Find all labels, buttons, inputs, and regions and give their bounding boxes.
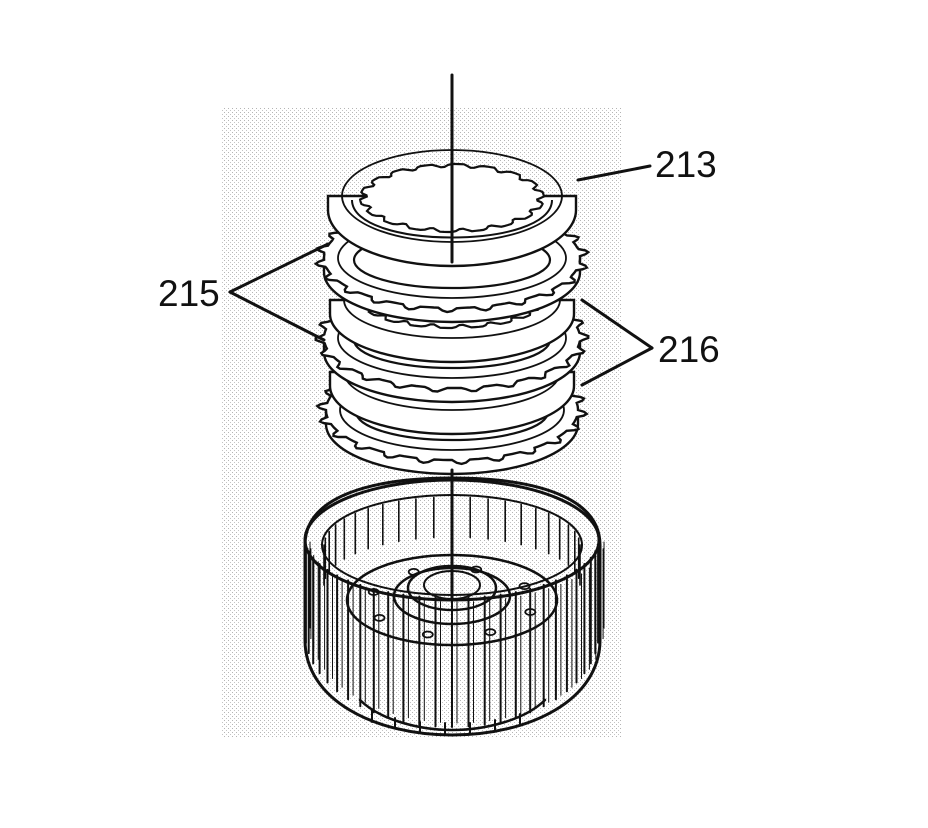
leader-216-upper xyxy=(580,298,654,350)
callout-213: 213 xyxy=(655,144,717,185)
hub-bolt-hole xyxy=(421,630,434,639)
hub-bolt-hole xyxy=(524,608,537,616)
hub-bolt-hole xyxy=(367,588,380,596)
leader-215-upper xyxy=(228,242,330,294)
leader-213 xyxy=(576,164,652,182)
hub-bolt-hole xyxy=(484,628,497,636)
leader-215-lower xyxy=(228,290,326,342)
leader-lines xyxy=(228,164,654,387)
callout-216: 216 xyxy=(658,329,720,370)
leader-216-lower xyxy=(580,346,654,387)
hub-bolt-hole xyxy=(373,614,386,622)
hub-bolt-hole xyxy=(518,582,531,590)
callout-215: 215 xyxy=(158,273,220,314)
